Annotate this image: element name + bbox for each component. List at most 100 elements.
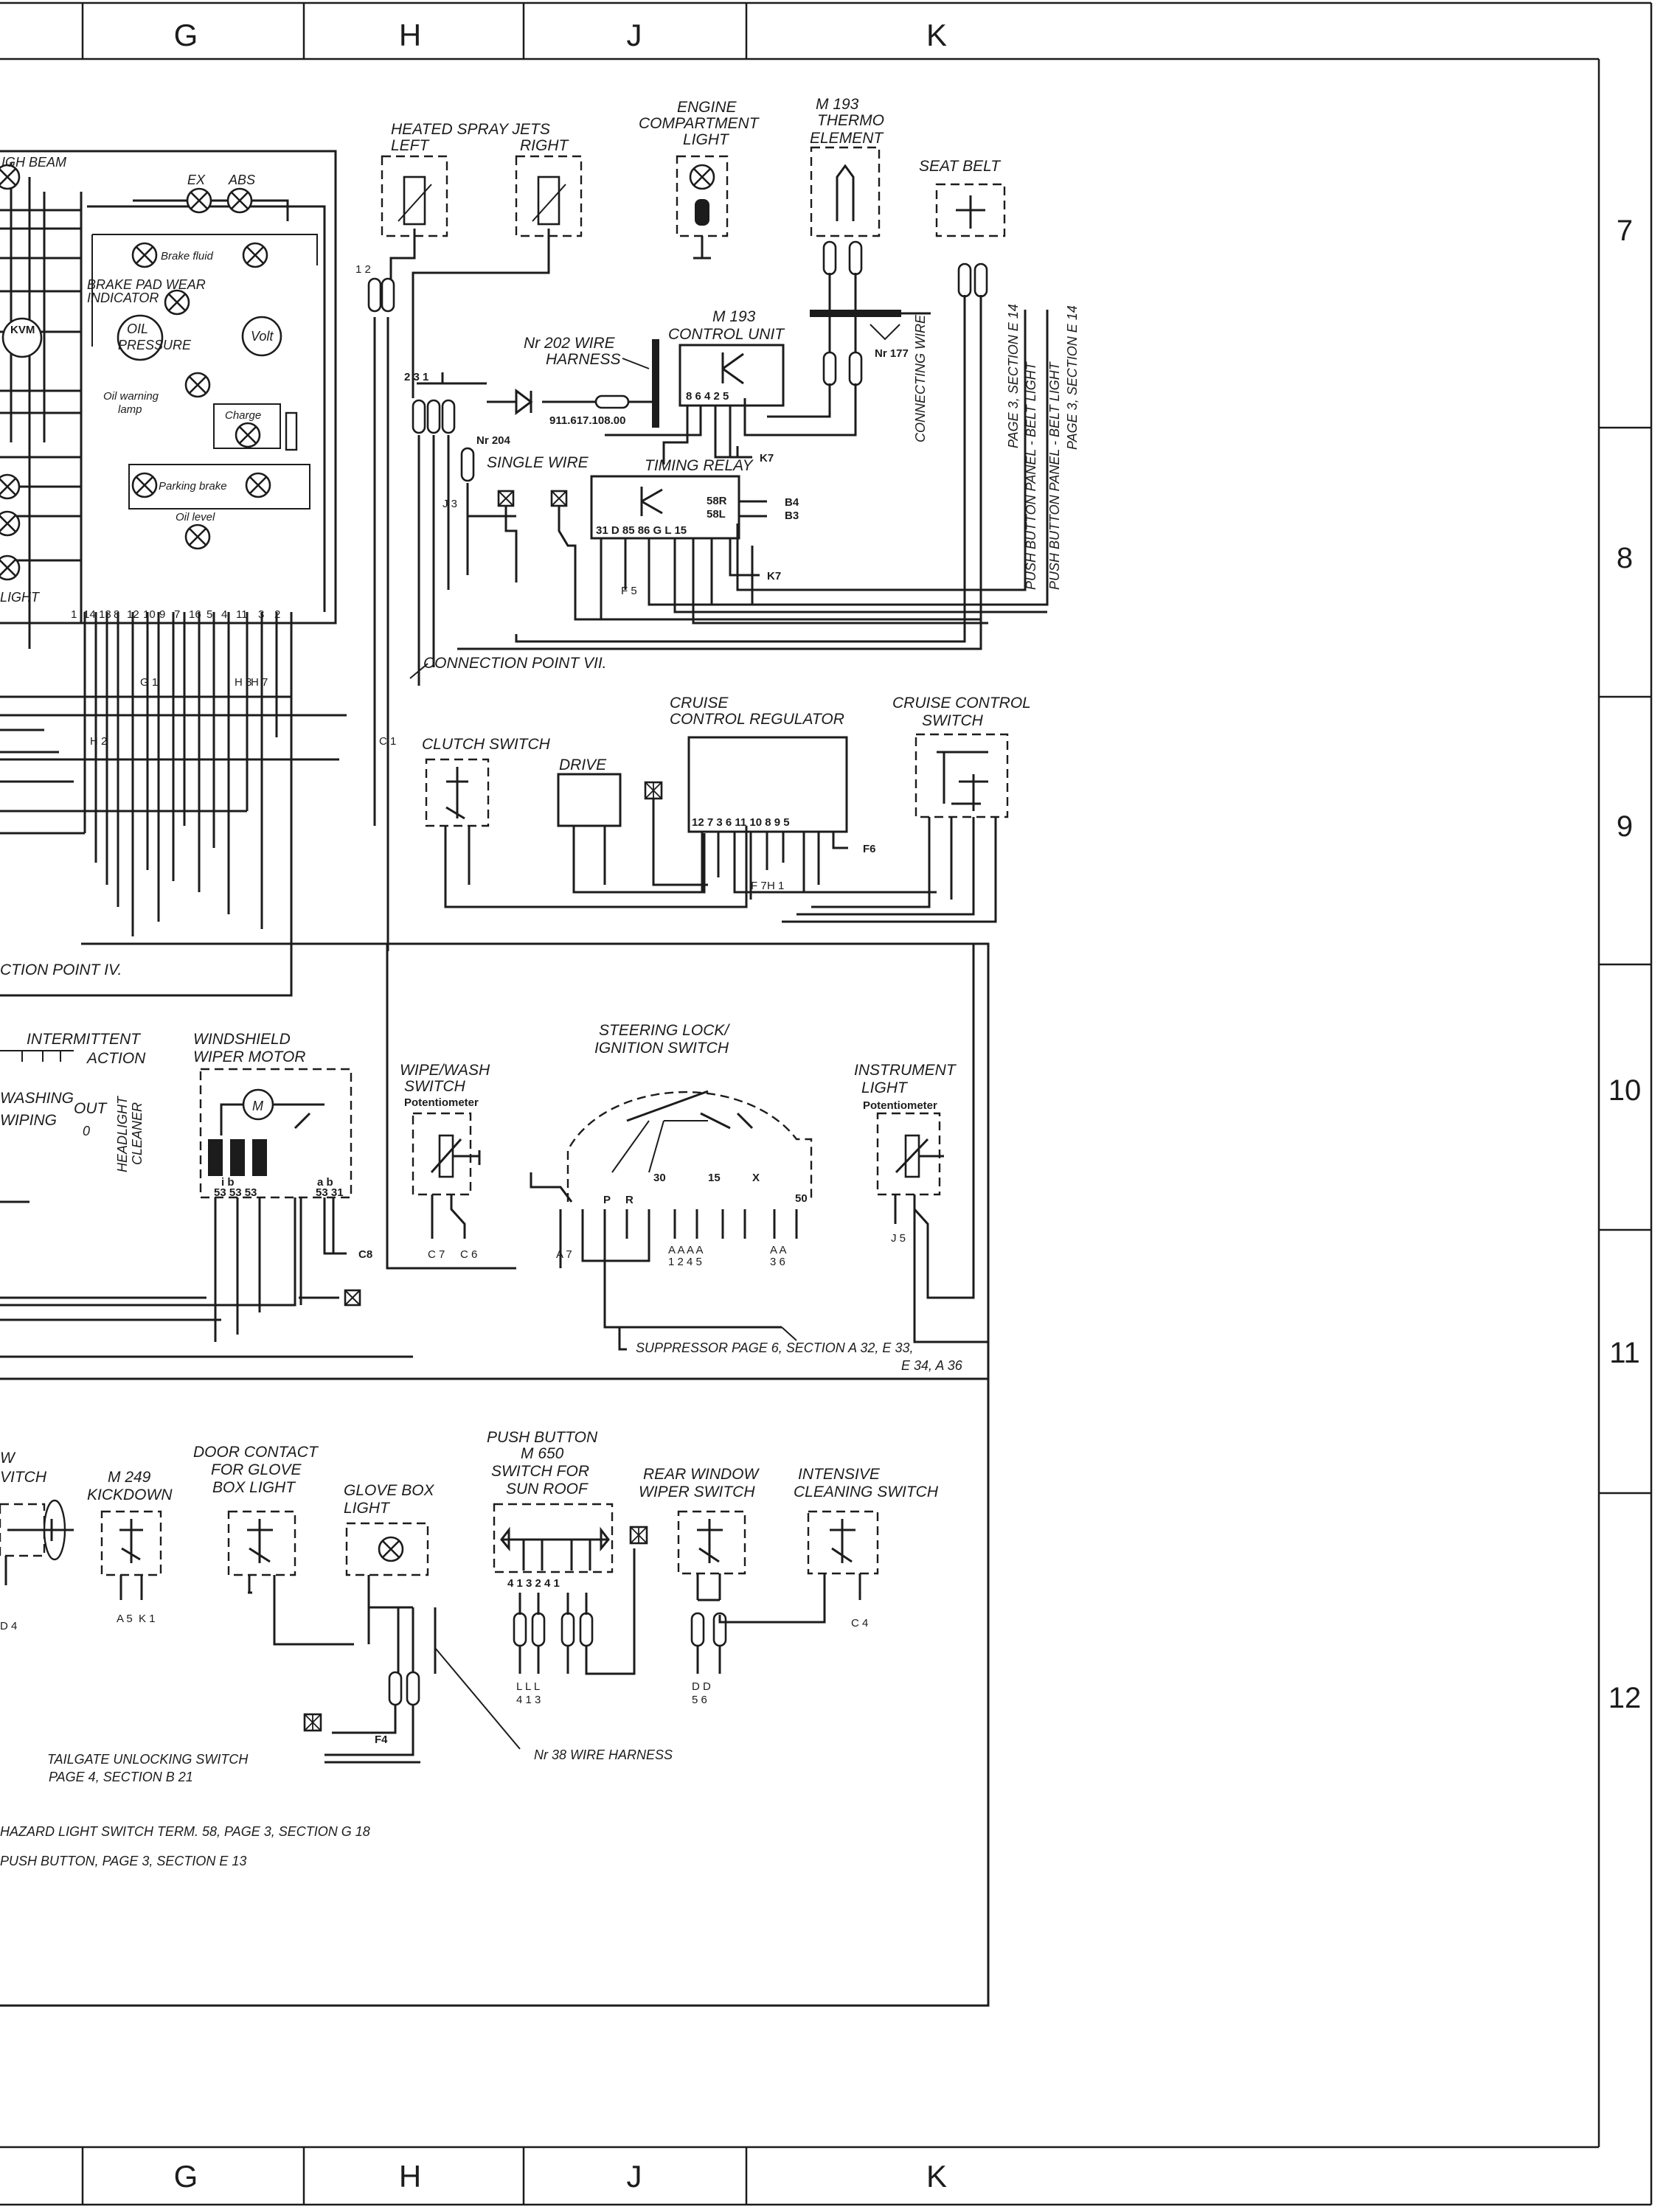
footer-note-1: HAZARD LIGHT SWITCH TERM. 58, PAGE 3, SE… xyxy=(0,1824,370,1839)
oil-level-label: Oil level xyxy=(176,511,215,524)
f5-label: F 5 xyxy=(621,585,637,597)
zero-label: 0 xyxy=(83,1124,90,1138)
control-unit-pins: 8 6 4 2 5 xyxy=(686,390,729,403)
cluster-pin: 5 xyxy=(206,608,212,621)
single-wire-label: SINGLE WIRE xyxy=(487,454,589,471)
column-labels-top: G H J K xyxy=(174,18,947,52)
parking-brake-label: Parking brake xyxy=(159,480,227,493)
pin-h7: H 7 xyxy=(251,676,268,689)
oil-label-2: PRESSURE xyxy=(118,338,192,352)
control-unit-label-2: CONTROL UNIT xyxy=(668,326,785,343)
row-label: 11 xyxy=(1609,1337,1640,1369)
j5-label: J 5 xyxy=(891,1232,906,1245)
sun-roof-pins: 4 1 3 2 4 1 xyxy=(507,1577,560,1590)
c7-label: C 7 xyxy=(428,1248,445,1261)
brake-fluid-label: Brake fluid xyxy=(161,250,214,262)
connection-point-vii: CONNECTION POINT VII. C 1 xyxy=(0,655,607,761)
instrument-light-label-1: INSTRUMENT xyxy=(854,1062,957,1079)
cluster-pin: 2 xyxy=(274,608,280,621)
d-nums-label: 5 6 xyxy=(692,1694,707,1706)
intensive-label-1: INTENSIVE xyxy=(798,1466,881,1483)
connection-point-iv: CTION POINT IV. xyxy=(0,942,990,2007)
instrument-potentiometer: Potentiometer xyxy=(863,1099,937,1112)
instrument-cluster: IGH BEAM EX ABS Brake fluid BRAKE PAD WE… xyxy=(0,150,337,966)
b4-label: B4 xyxy=(785,496,799,509)
diode-part-label: 911.617.108.00 xyxy=(549,414,625,427)
column-labels-bottom: G H J K xyxy=(174,2159,947,2194)
thermo-label-1: M 193 xyxy=(816,96,859,113)
cluster-pin: 10 xyxy=(143,608,156,621)
footer-notes: HAZARD LIGHT SWITCH TERM. 58, PAGE 3, SE… xyxy=(0,1824,370,1868)
seat-note-3: PUSH BUTTON PANEL - BELT LIGHT xyxy=(1047,361,1062,590)
cruise-reg-label-1: CRUISE xyxy=(670,695,729,712)
timing-relay-label: TIMING RELAY xyxy=(645,457,754,474)
sun-roof-switch: PUSH BUTTON M 650 SWITCH FOR SUN ROOF 4 … xyxy=(487,1429,648,1706)
row-label: 10 xyxy=(1608,1074,1642,1107)
seat-note-2: PUSH BUTTON PANEL - BELT LIGHT xyxy=(1024,361,1038,590)
column-label: J xyxy=(627,18,642,52)
action-label: ACTION xyxy=(86,1050,146,1067)
cruise-reg-label-2: CONTROL REGULATOR xyxy=(670,711,844,728)
row-labels: 7 8 9 10 11 12 xyxy=(1608,215,1642,1714)
thermo-element: M 193 THERMO ELEMENT Nr 177 CONNECTING W… xyxy=(743,96,931,442)
intensive-label-2: CLEANING SWITCH xyxy=(794,1484,939,1500)
a-nums-label: 1 2 4 5 xyxy=(668,1256,702,1268)
thermo-label-2: THERMO xyxy=(817,112,884,129)
engine-label-1: ENGINE xyxy=(677,99,737,116)
a36-nums: 3 6 xyxy=(770,1256,785,1268)
rear-wiper-label-2: WIPER SWITCH xyxy=(639,1484,755,1500)
h1-label: H 1 xyxy=(767,880,784,892)
control-unit: M 193 CONTROL UNIT 8 6 4 2 5 K7 Nr 202 W… xyxy=(404,308,785,686)
cluster-pin: 1 xyxy=(71,608,77,621)
light-label: LIGHT xyxy=(0,590,41,605)
cluster-pin: 13 xyxy=(99,608,111,621)
seat-note-1: PAGE 3, SECTION E 14 xyxy=(1006,304,1021,448)
column-label: H xyxy=(399,2159,421,2194)
steer-50: 50 xyxy=(795,1192,808,1205)
relay-58l: 58L xyxy=(707,508,726,521)
nr204-label: Nr 204 xyxy=(476,434,511,447)
column-label: J xyxy=(627,2159,642,2194)
timing-relay: TIMING RELAY 58R 58L B4 B3 31 D 85 86 G … xyxy=(590,457,1047,625)
kvm-label: KVM xyxy=(10,324,35,336)
nr177-label: Nr 177 xyxy=(875,347,909,360)
steering-lock-ignition-switch: STEERING LOCK/ IGNITION SWITCH 30 15 X 5… xyxy=(530,1022,963,1373)
cluster-pin: 12 xyxy=(127,608,139,621)
drive-label: DRIVE xyxy=(559,757,607,773)
door-contact-glove-box: DOOR CONTACT FOR GLOVE BOX LIGHT xyxy=(193,1444,354,1646)
control-unit-label-1: M 193 xyxy=(712,308,756,325)
wipe-wash-label-1: WIPE/WASH xyxy=(400,1062,490,1079)
windshield-wiper-motor: WINDSHIELD WIPER MOTOR M i b 53 53 53 a … xyxy=(0,1031,372,1342)
engine-label-3: LIGHT xyxy=(683,131,730,148)
glove-box-label-1: GLOVE BOX xyxy=(344,1482,435,1499)
high-beam-label: IGH BEAM xyxy=(1,155,66,170)
k1-label: K 1 xyxy=(139,1613,156,1625)
switch-itch-label: VITCH xyxy=(0,1469,47,1486)
spray-jets-right-label: RIGHT xyxy=(520,137,570,154)
cluster-pin: 7 xyxy=(174,608,180,621)
a-pins-label: A A A A xyxy=(668,1244,704,1256)
a7-label: A 7 xyxy=(556,1248,572,1261)
column-label: G xyxy=(174,2159,198,2194)
abs-label: ABS xyxy=(228,173,255,187)
wiper-switch-left: INTERMITTENT ACTION WASHING WIPING OUT 0… xyxy=(0,1031,221,1321)
bottom-wiring xyxy=(0,1355,988,1380)
connector-231-pins: 2 3 1 xyxy=(404,371,428,383)
tailgate-label-1: TAILGATE UNLOCKING SWITCH xyxy=(47,1752,249,1767)
engine-compartment-light: ENGINE COMPARTMENT LIGHT xyxy=(639,99,760,260)
wire202-label-2: HARNESS xyxy=(546,351,621,368)
oil-warning-label-1: Oil warning xyxy=(103,390,159,403)
cluster-pin: 4 xyxy=(221,608,227,621)
switch-w-label: W xyxy=(0,1450,16,1467)
door-contact-label-2: FOR GLOVE xyxy=(211,1461,302,1478)
engine-label-2: COMPARTMENT xyxy=(639,115,760,132)
k7-label-b: K7 xyxy=(767,570,781,582)
sun-roof-label-3: SWITCH FOR xyxy=(491,1463,589,1480)
wire202-label-1: Nr 202 WIRE xyxy=(524,335,616,352)
volt-label: Volt xyxy=(251,329,274,344)
a5-label: A 5 xyxy=(117,1613,133,1625)
wiper-motor-m: M xyxy=(252,1099,263,1113)
l-pins-label: L L L xyxy=(516,1680,540,1693)
spray-jets-left-label: LEFT xyxy=(391,137,431,154)
